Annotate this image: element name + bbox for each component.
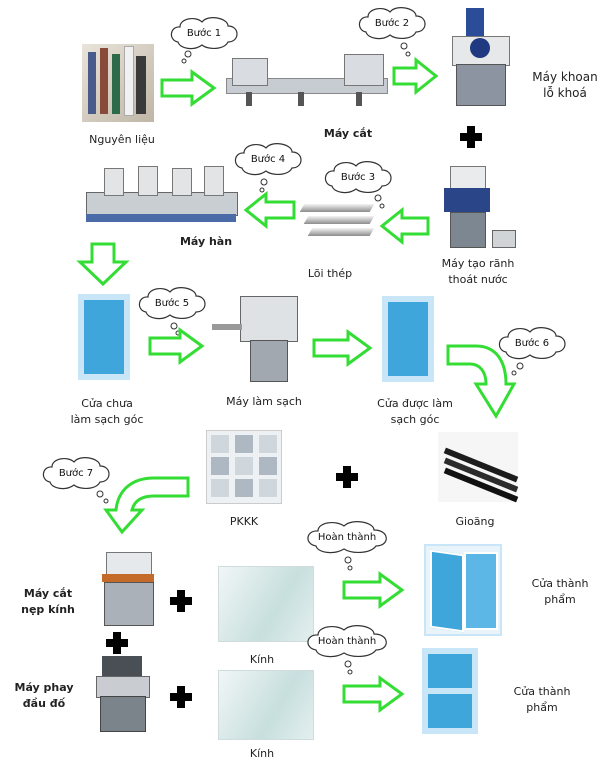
- bead-cutter-label-1: Máy cắt: [23, 587, 73, 600]
- raw-material-label: Nguyên liệu: [89, 133, 155, 146]
- cleaning-machine-label: Máy làm sạch: [226, 395, 302, 408]
- step-1-bubble: Bước 1: [168, 16, 240, 64]
- cleaned-door-label-2: sạch góc: [390, 413, 440, 426]
- flow-arrow-1: [160, 69, 217, 107]
- step-1-text: Bước 1: [186, 27, 222, 39]
- accessories-image: [206, 430, 282, 504]
- step-3-bubble: Bước 3: [322, 160, 394, 209]
- glass-label-1: Kính: [249, 653, 275, 666]
- plus-icon: [336, 466, 358, 488]
- step-2-text: Bước 2: [374, 17, 410, 29]
- bead-cutter-machine-image: [98, 552, 158, 626]
- gasket-label: Gioăng: [455, 515, 495, 528]
- finished-label-1a: Cửa thành: [531, 577, 589, 590]
- glass-label-2: Kính: [249, 747, 275, 760]
- step-4-text: Bước 4: [250, 153, 286, 165]
- step-6-text: Bước 6: [514, 337, 550, 349]
- drain-machine-label-1: Máy tạo rãnh: [441, 257, 515, 270]
- finished-label-1b: phẩm: [544, 593, 576, 606]
- flow-arrow-5: [148, 327, 205, 365]
- accessories-label: PKKK: [229, 515, 259, 528]
- plus-icon: [170, 590, 192, 612]
- milling-machine-label-2: đầu đố: [22, 697, 66, 710]
- milling-machine-image: [92, 656, 152, 732]
- plus-icon: [106, 632, 128, 654]
- welding-machine-image: [86, 164, 238, 226]
- drilling-machine-label-1: Máy khoan: [532, 70, 598, 84]
- step-2-bubble: Bước 2: [356, 6, 428, 57]
- plus-icon: [170, 686, 192, 708]
- finished-label-2a: Cửa thành: [513, 685, 571, 698]
- cutting-machine-label: Máy cắt: [323, 127, 373, 140]
- finished-window-image-1: [424, 544, 502, 636]
- drain-machine-image: [440, 166, 516, 248]
- cleaning-machine-image: [212, 296, 298, 382]
- step-7-bubble: Bước 7: [40, 456, 112, 504]
- step-5-bubble: Bước 5: [136, 286, 208, 336]
- flow-arrow-done-1: [342, 571, 405, 609]
- flow-arrow-4: [243, 190, 296, 230]
- uncleaned-door-label-1: Cửa chưa: [81, 397, 133, 410]
- uncleaned-door-image: [78, 294, 130, 380]
- step-7-text: Bước 7: [58, 467, 94, 479]
- done-2-text: Hoàn thành: [317, 635, 377, 647]
- drilling-machine-image: [444, 8, 516, 108]
- flow-arrow-6: [446, 344, 517, 419]
- glass-pane-image-1: [218, 566, 314, 642]
- finished-label-2b: phẩm: [526, 701, 558, 714]
- plus-icon: [460, 126, 482, 148]
- cleaned-door-label-1: Cửa được làm: [377, 397, 453, 410]
- bead-cutter-label-2: nẹp kính: [21, 603, 75, 616]
- done-1-text: Hoàn thành: [317, 531, 377, 543]
- flow-arrow-5b: [312, 329, 373, 367]
- done-2-bubble: Hoàn thành: [304, 624, 390, 675]
- glass-pane-image-2: [218, 670, 314, 740]
- finished-door-image-2: [422, 648, 478, 734]
- milling-machine-label-1: Máy phay: [14, 681, 74, 694]
- welding-machine-label: Máy hàn: [179, 235, 233, 248]
- cleaned-door-image: [382, 296, 434, 382]
- done-1-bubble: Hoàn thành: [304, 520, 390, 571]
- steel-core-label: Lõi thép: [307, 267, 353, 280]
- flow-arrow-3: [379, 206, 430, 246]
- gasket-image: [438, 432, 519, 503]
- drilling-machine-label-2: lỗ khoá: [543, 86, 587, 100]
- drain-machine-label-2: thoát nước: [448, 273, 508, 286]
- raw-material-image: [82, 44, 154, 122]
- step-4-bubble: Bước 4: [232, 142, 304, 193]
- cutting-machine-image: [226, 40, 388, 106]
- flow-arrow-2: [392, 56, 439, 96]
- flow-arrow-done-2: [342, 675, 405, 713]
- uncleaned-door-label-2: làm sạch góc: [70, 413, 144, 426]
- step-5-text: Bước 5: [154, 297, 190, 309]
- flow-arrow-7: [103, 476, 190, 535]
- step-6-bubble: Bước 6: [496, 326, 568, 376]
- step-3-text: Bước 3: [340, 171, 376, 183]
- flow-arrow-down-1: [76, 242, 130, 287]
